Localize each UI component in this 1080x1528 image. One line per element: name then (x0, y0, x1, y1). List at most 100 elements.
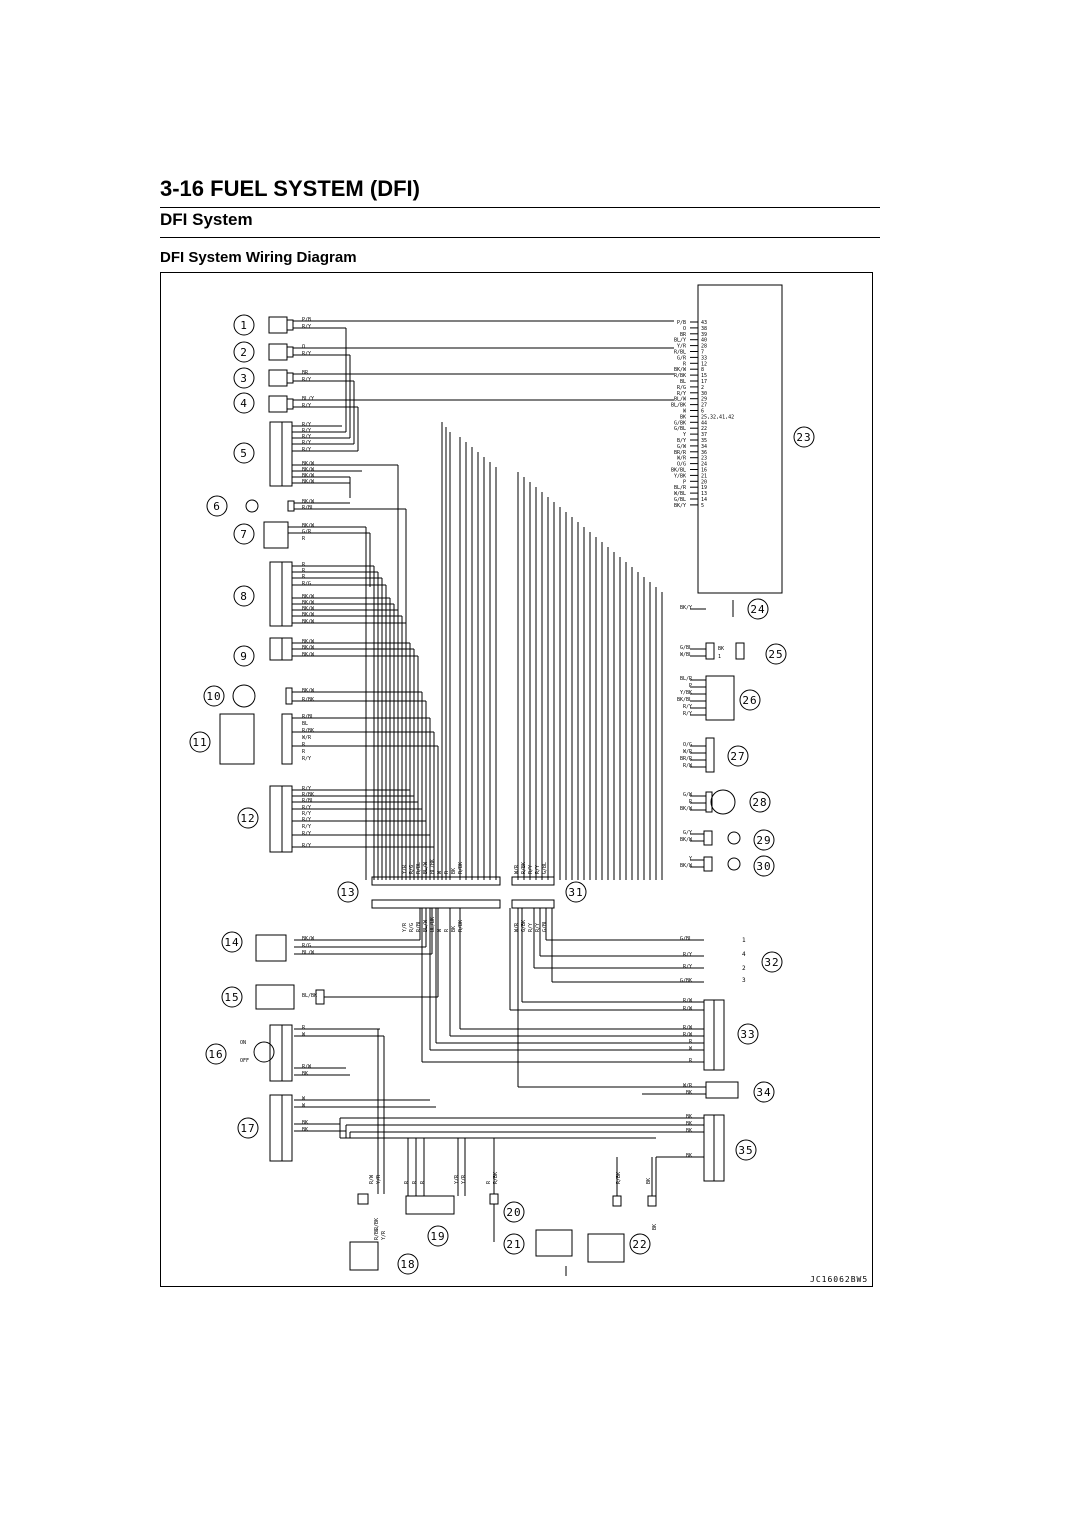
wire-color-label: BK/W (302, 639, 315, 645)
ecu-pin-number: 22 (701, 426, 707, 432)
ecu-pin-color: R/Y (677, 391, 686, 397)
callout-number: 13 (340, 886, 355, 899)
callout-circle (629, 1233, 651, 1255)
ecu-pin-number: 34 (701, 444, 707, 450)
wire-color-label: R/W (683, 1006, 693, 1012)
ecu-pin-color: R/BL (674, 350, 686, 356)
wire-color-label: BK (302, 1120, 308, 1126)
wire-color-label: R/BL (302, 714, 314, 720)
connector-wire-label: R/BK (521, 862, 527, 874)
wire-color-label: R (302, 1025, 306, 1031)
connector-wire-label: R/Y (535, 865, 541, 874)
connector-wire-label: W/R (514, 864, 520, 874)
wire-color-label: W/R (683, 749, 693, 755)
callout-circle (749, 791, 771, 813)
wire-color-label: BK/W (302, 473, 315, 479)
wire-color-label: BL/W (302, 950, 315, 956)
ecu-pin-color: O (683, 326, 686, 332)
callout-circle (503, 1233, 525, 1255)
connector-wire-label: R (444, 870, 450, 874)
callout-number: 17 (240, 1122, 255, 1135)
callout-circle (735, 1139, 757, 1161)
wire-color-label: R/BK (302, 728, 314, 734)
ecu-pin-color: BK/Y (674, 503, 686, 509)
wiring-diagram: P/BR/YOR/YBRR/YBL/YR/YR/YR/YR/YR/YR/YBK/… (160, 272, 874, 1287)
callout-number: 32 (764, 956, 779, 969)
switch-position-label: ON (240, 1040, 246, 1046)
wire-color-label: BK/W (302, 612, 315, 618)
ecu-pin-number: 38 (701, 326, 707, 332)
connector-wire-label: R/Y (528, 923, 534, 932)
wire-color-label: BK/W (302, 688, 315, 694)
callout-number: 4 (240, 397, 248, 410)
wire-color-label: R (302, 568, 306, 574)
callout-circle (233, 523, 255, 545)
wire-color-label: BL (302, 721, 308, 727)
right-components (703, 600, 745, 1182)
wire-color-label: BK (686, 1121, 692, 1127)
connector-wire-label: G/BL (542, 862, 548, 874)
callout-circle (727, 745, 749, 767)
wire-color-label: BK (686, 1090, 692, 1096)
ecu-pin-number: 21 (701, 473, 707, 479)
ecu-pin-color: R/BK (674, 373, 686, 379)
ecu-pin-number: 7 (701, 350, 704, 356)
wire-color-label: BK (686, 1114, 692, 1120)
ecu-pin-number: 43 (701, 320, 707, 326)
bottom-wire-label: R (412, 1180, 418, 1184)
callout-number: 19 (430, 1230, 445, 1243)
callout-number: 12 (240, 812, 255, 825)
wire-color-label: R/Y (302, 351, 311, 357)
connector-wire-label: G/BK (521, 920, 527, 932)
wire-color-label: BR (302, 370, 309, 376)
ecu-pin-color: G/BK (674, 420, 686, 426)
callout-circle (205, 1043, 227, 1065)
connector-wire-label: BL/BK (430, 859, 436, 874)
callout-circle (761, 951, 783, 973)
wire-color-label: BR/R (680, 756, 693, 762)
connector-wire-label: R/Y (535, 923, 541, 932)
connector-wire-label: R/BK (458, 862, 464, 874)
wire-color-label: G/Y (683, 830, 692, 836)
wire-color-label: R/Y (683, 952, 692, 958)
wire-color-label: R/Y (302, 440, 311, 446)
connector-wire-label: Y/R (402, 864, 408, 874)
ecu-pin-color: BL/R (674, 485, 687, 491)
ecu-pin-color: BR/R (674, 450, 687, 456)
ecu-pin-number: 15 (701, 373, 707, 379)
wire-color-label: R (302, 562, 306, 568)
wire-color-label: W (689, 1046, 693, 1052)
ecu-pin-number: 33 (701, 355, 707, 361)
sensor-label: 1 (718, 654, 721, 660)
wire-color-label: R/W (683, 1032, 693, 1038)
connector-wire-label: R (444, 928, 450, 932)
wire-color-label: R/Y (302, 756, 311, 762)
wire-color-label: BK (686, 1153, 692, 1159)
wire-color-label: R/Y (302, 434, 311, 440)
callout-number: 16 (208, 1048, 223, 1061)
wire-color-label: R/Y (302, 403, 311, 409)
wire-color-label: R/Y (302, 428, 311, 434)
ecu-pin-color: BL (680, 379, 686, 385)
connector-wire-label: BL/BK (430, 917, 436, 932)
connector-wire-label: Y/R (402, 922, 408, 932)
bottom-wire-label: R/BK (493, 1172, 499, 1184)
bottom-wire-label: Y/R (376, 1174, 382, 1184)
callout-number: 9 (240, 650, 248, 663)
connector-pin-number: 1 (742, 937, 746, 944)
callout-number: 34 (756, 1086, 771, 1099)
diagram-frame (160, 272, 873, 1287)
ecu-pin-number: 19 (701, 485, 707, 491)
callout-number: 3 (240, 372, 248, 385)
wire-color-label: Y (689, 856, 692, 862)
callout-number: 18 (400, 1258, 415, 1271)
figure-title: DFI System Wiring Diagram (160, 249, 357, 266)
connector-wire-label: W (437, 928, 443, 932)
wire-color-label: R/G (302, 581, 311, 587)
bottom-wire-label: BK (652, 1224, 658, 1230)
wire-color-label: O (302, 344, 305, 350)
wire-color-label: R/Y (302, 843, 311, 849)
callout-number: 5 (240, 447, 248, 460)
wire-color-label: R/Y (683, 711, 692, 717)
